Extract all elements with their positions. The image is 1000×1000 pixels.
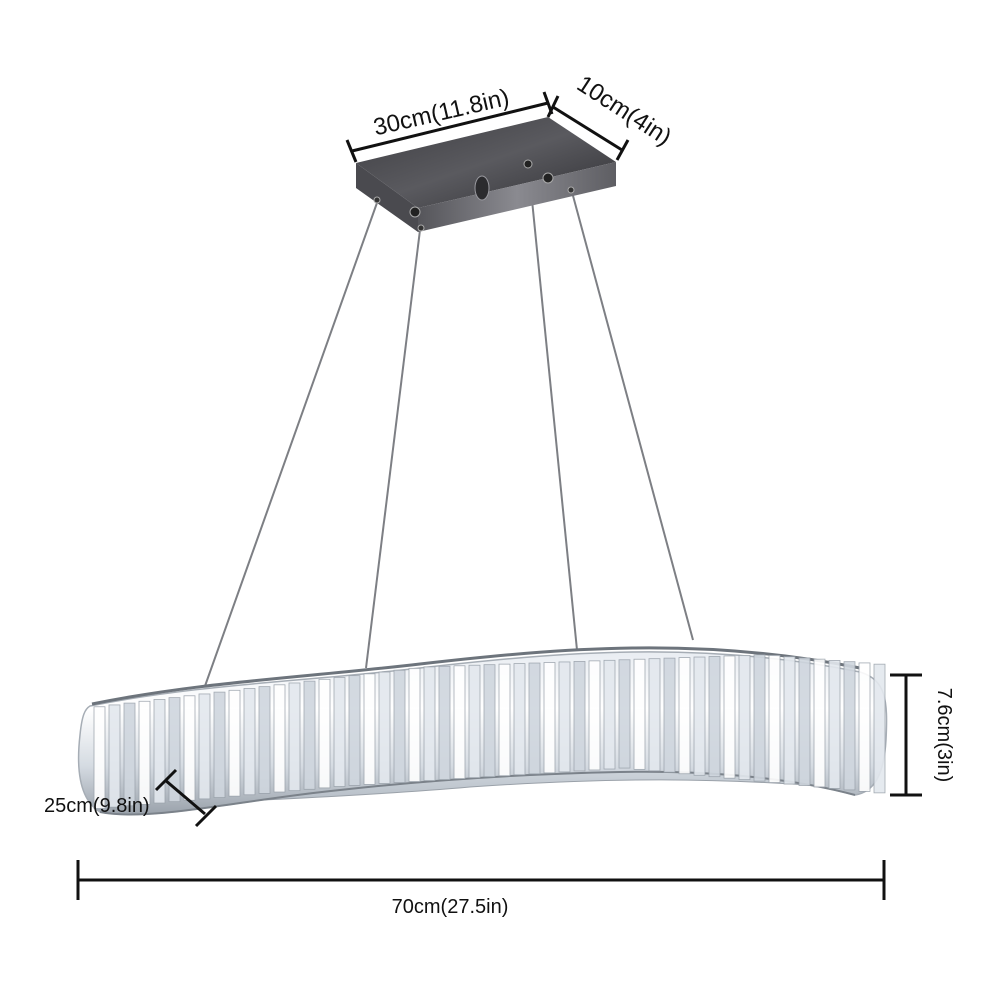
ring-height-label: 7.6cm(3in) [933, 688, 955, 782]
crystal-prism [828, 660, 841, 789]
crystal-prism [168, 697, 181, 803]
crystal-prism [603, 659, 616, 770]
crystal-prism [843, 661, 856, 791]
canopy-screw [373, 196, 381, 204]
canopy-front-face [356, 163, 418, 232]
canopy-screw [409, 206, 421, 218]
crystal-prism [198, 693, 211, 800]
crystal-prism [108, 704, 121, 808]
crystal-ring-top-rim [91, 646, 861, 706]
crystal-prism [573, 661, 586, 772]
crystal-prism [348, 675, 361, 786]
crystal-prism [813, 658, 826, 788]
dimension-ring-height [890, 673, 922, 797]
crystal-prism [93, 706, 106, 809]
canopy-side-face [418, 162, 616, 232]
dimension-canopy-width [546, 95, 630, 161]
crystal-prism [783, 656, 796, 785]
canopy-screw [523, 159, 533, 169]
wire [571, 191, 694, 641]
crystal-prism [798, 657, 811, 786]
crystal-prism [558, 661, 571, 773]
crystal-prism [288, 682, 301, 792]
crystal-prism [543, 662, 556, 774]
crystal-prism [678, 657, 691, 775]
crystal-prism [453, 665, 466, 780]
canopy-screw [567, 186, 575, 194]
crystal-prism [873, 663, 886, 794]
crystal-prism [588, 660, 601, 771]
crystal-prism [408, 667, 421, 782]
crystal-prism [438, 665, 451, 781]
canopy-screw [417, 224, 425, 232]
canopy-width-label: 10cm(4in) [572, 70, 676, 151]
crystal-prism [663, 657, 676, 773]
crystal-prism [318, 678, 331, 789]
crystal-prism [648, 658, 661, 772]
dimension-ring-depth [154, 768, 218, 828]
crystal-prism [228, 689, 241, 797]
dimension-overall-length [76, 860, 886, 900]
overall-length-label: 70cm(27.5in) [392, 896, 509, 918]
suspension-wires [204, 191, 694, 687]
crystal-prism [183, 695, 196, 801]
wire [365, 229, 421, 669]
canopy-top-face [356, 117, 616, 208]
crystal-prism [213, 691, 226, 798]
crystal-prism [528, 662, 541, 775]
wire [531, 199, 578, 651]
crystal-prism [693, 656, 706, 776]
crystal-prisms [93, 654, 886, 809]
crystal-prism [123, 702, 136, 807]
canopy-screw [542, 172, 554, 184]
crystal-prism [333, 677, 346, 787]
crystal-prism [423, 666, 436, 782]
crystal-prism [138, 700, 151, 805]
ceiling-canopy [356, 117, 616, 232]
crystal-ring [77, 646, 888, 816]
crystal-prism [378, 671, 391, 784]
crystal-prism [303, 680, 316, 790]
crystal-prism [708, 656, 721, 778]
crystal-prism [498, 663, 511, 777]
crystal-prism [468, 664, 481, 779]
wire [204, 199, 379, 687]
crystal-prism [723, 655, 736, 779]
crystal-prism [513, 663, 526, 776]
crystal-prism [618, 659, 631, 769]
crystal-prism [483, 664, 496, 778]
crystal-prism [243, 688, 256, 796]
ring-depth-label: 25cm(9.8in) [44, 795, 150, 817]
crystal-prism [258, 686, 271, 794]
crystal-prism [858, 662, 871, 792]
crystal-prism [738, 655, 751, 781]
crystal-prism [633, 658, 646, 770]
crystal-prism [363, 673, 376, 785]
crystal-prism [768, 654, 781, 783]
crystal-prism [153, 699, 166, 804]
crystal-prism [273, 684, 286, 793]
crystal-prism [393, 669, 406, 783]
canopy-center-fitting [474, 175, 490, 201]
crystal-prism [753, 654, 766, 782]
